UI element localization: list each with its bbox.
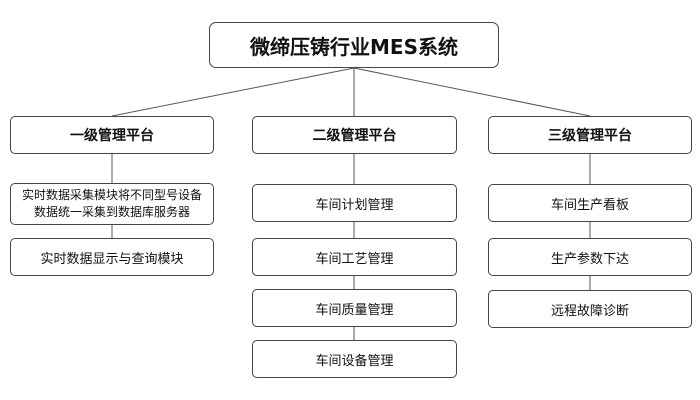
level-2-item-equipment: 车间设备管理: [252, 340, 457, 378]
level-1-node: 一级管理平台: [10, 116, 214, 154]
level-3-item-kanban: 车间生产看板: [488, 184, 692, 222]
root-node-title: 微缔压铸行业MES系统: [209, 22, 499, 68]
level-1-item-data-display: 实时数据显示与查询模块: [10, 238, 214, 276]
level-2-item-planning: 车间计划管理: [252, 184, 457, 222]
level-2-item-process: 车间工艺管理: [252, 238, 457, 276]
level-2-node: 二级管理平台: [252, 116, 457, 154]
level-3-node: 三级管理平台: [488, 116, 692, 154]
connector-root-level1: [111, 67, 355, 117]
level-3-item-diagnosis: 远程故障诊断: [488, 290, 692, 328]
level-1-item-data-collection: 实时数据采集模块将不同型号设备数据统一采集到数据库服务器: [10, 183, 214, 225]
connector-root-level3: [353, 67, 591, 117]
level-2-item-quality: 车间质量管理: [252, 289, 457, 327]
level-3-item-parameters: 生产参数下达: [488, 238, 692, 276]
